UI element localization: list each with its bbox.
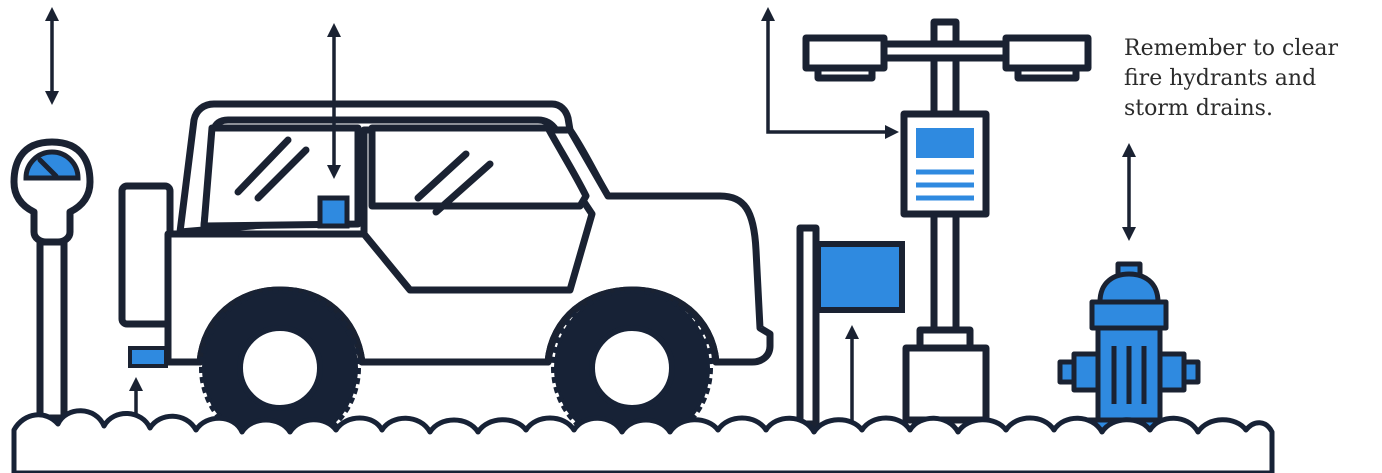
jeep-icon	[122, 104, 770, 446]
reminder-line-1: Remember to clear	[1124, 34, 1374, 64]
snow-icon	[14, 411, 1272, 473]
fire-hydrant-icon	[1060, 264, 1198, 432]
sign-icon	[904, 114, 986, 214]
street-light-icon	[806, 22, 1088, 420]
reminder-note: Remember to clear fire hydrants and stor…	[1124, 34, 1374, 124]
parking-meter-icon	[14, 142, 90, 418]
reminder-line-2: fire hydrants and	[1124, 64, 1374, 94]
reminder-line-3: storm drains.	[1124, 94, 1374, 124]
